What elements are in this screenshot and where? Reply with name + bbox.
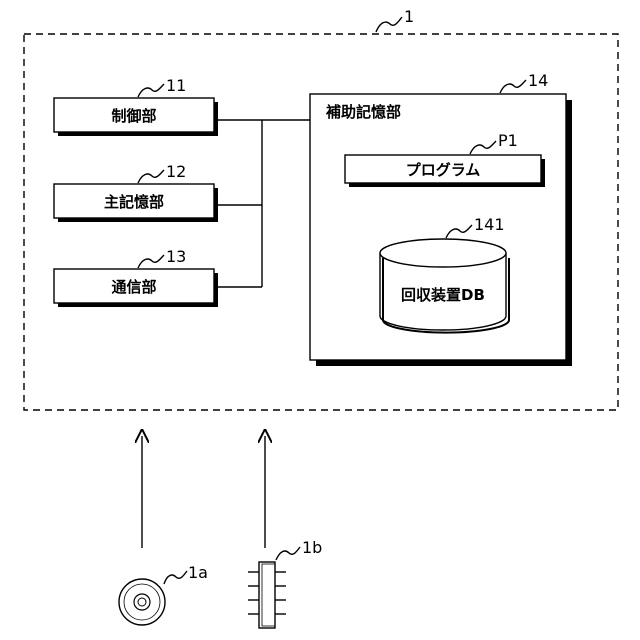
communication-unit-block: 通信部 (54, 269, 218, 307)
control-unit-block: 制御部 (54, 98, 218, 136)
main-memory-leader-line (138, 170, 164, 183)
auxiliary-storage-ref-label: 14 (528, 71, 548, 90)
disc-leader-line (164, 571, 187, 584)
control-unit-label: 制御部 (111, 107, 156, 125)
disc-medium-icon (119, 579, 165, 625)
control-unit-leader-line (138, 84, 164, 97)
communication-unit-label: 通信部 (111, 278, 156, 296)
chip-leader-line (276, 547, 300, 560)
database-ref-label: 141 (474, 215, 505, 234)
database-label: 回収装置DB (401, 286, 485, 304)
program-block: プログラム (345, 155, 545, 187)
program-label: プログラム (406, 161, 481, 179)
main-memory-label: 主記憶部 (104, 193, 164, 211)
auxiliary-storage-leader-line (500, 80, 526, 93)
collection-device-database: 回収装置DB (380, 239, 509, 333)
main-memory-block: 主記憶部 (54, 184, 218, 222)
auxiliary-storage-label: 補助記憶部 (325, 103, 401, 121)
bus-line (218, 120, 310, 287)
chip-ref-label: 1b (302, 538, 322, 557)
program-ref-label: P1 (498, 131, 518, 150)
system-ref-label: 1 (404, 7, 414, 26)
main-memory-ref-label: 12 (166, 162, 186, 181)
communication-unit-ref-label: 13 (166, 247, 186, 266)
control-unit-ref-label: 11 (166, 76, 186, 95)
system-leader-line (376, 17, 402, 32)
chip-medium-icon (248, 562, 286, 628)
disc-ref-label: 1a (188, 563, 208, 582)
communication-unit-leader-line (138, 255, 164, 268)
